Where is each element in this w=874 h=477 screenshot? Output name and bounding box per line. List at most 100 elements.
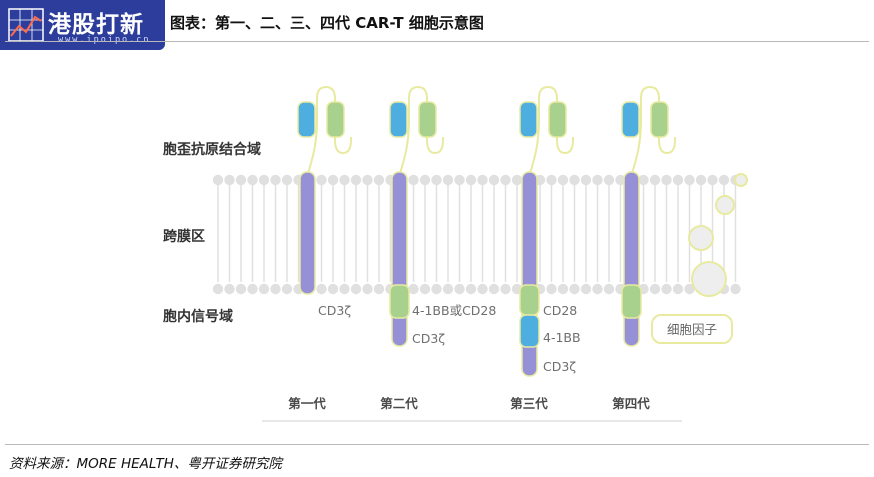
- gen3-domain-label-41bb: 4-1BB: [543, 330, 581, 345]
- lipid-head-inner: [488, 283, 500, 295]
- lipid-head-inner: [569, 283, 580, 295]
- source-note: 资料来源：MORE HEALTH、粤开证券研究院: [9, 456, 282, 472]
- gen4-label: 第四代: [612, 396, 650, 411]
- region-label-transmembrane: 跨膜区: [163, 228, 205, 245]
- lipid-head-outer: [362, 174, 373, 186]
- cytokine-bubble: [734, 173, 748, 187]
- lipid-head-outer: [373, 174, 385, 186]
- lipid-head-inner: [500, 283, 511, 295]
- lipid-head-outer: [316, 174, 327, 186]
- lipid-head-outer: [258, 174, 270, 186]
- lipid-head-inner: [235, 283, 247, 295]
- lipid-head-inner: [684, 283, 695, 295]
- gen2-label: 第二代: [380, 396, 418, 411]
- lipid-head-inner: [350, 283, 362, 295]
- lipid-head-outer: [235, 174, 247, 186]
- lipid-head-inner: [270, 283, 281, 295]
- cytokine-bubble: [688, 225, 714, 251]
- gen1-linker: [306, 85, 352, 179]
- lipid-head-inner: [281, 283, 293, 295]
- gen3-label: 第三代: [510, 396, 548, 411]
- lipid-head-inner: [477, 283, 488, 295]
- lipid-head-inner: [465, 283, 477, 295]
- gen4-linker: [630, 85, 676, 179]
- cytokine-box: [651, 314, 733, 344]
- lipid-head-inner: [419, 283, 431, 295]
- lipid-head-inner: [546, 283, 557, 295]
- lipid-head-inner: [661, 283, 672, 295]
- gen1-label: 第一代: [288, 396, 326, 411]
- gen1-scfv-vh: [297, 101, 316, 138]
- lipid-head-inner: [339, 283, 350, 295]
- lipid-head-inner: [592, 283, 603, 295]
- gen2-domain-label-costim: 4-1BB或CD28: [412, 303, 496, 318]
- lipid-head-inner: [247, 283, 258, 295]
- lipid-head-inner: [224, 283, 235, 295]
- region-label-intracellular: 胞内信号域: [162, 308, 233, 325]
- lipid-head-inner: [362, 283, 373, 295]
- lipid-head-outer: [695, 174, 707, 186]
- gen1-domain-label-cd3z: CD3ζ: [318, 303, 351, 318]
- gen2-cd3z-chain: [391, 171, 408, 347]
- car-t-diagram: 胞歪抗原结合域 跨膜区 胞内信号域 CD3ζ 4-1BB或CD28 CD3ζ C…: [162, 85, 748, 422]
- lipid-head-outer: [350, 174, 362, 186]
- lipid-head-outer: [419, 174, 431, 186]
- lipid-head-outer: [488, 174, 500, 186]
- lipid-head-outer: [454, 174, 465, 186]
- car-receptors: [297, 85, 676, 377]
- lipid-head-outer: [707, 174, 718, 186]
- gen1-cd3z-chain: [299, 171, 316, 295]
- lipid-head-inner: [649, 283, 661, 295]
- gen2-scfv-vl: [418, 101, 437, 138]
- lipid-head-inner: [442, 283, 454, 295]
- lipid-head-outer: [442, 174, 454, 186]
- gen4-cd3z-chain: [623, 171, 640, 347]
- bottom-divider: [5, 444, 869, 445]
- lipid-head-outer: [672, 174, 684, 186]
- lipid-head-outer: [684, 174, 695, 186]
- gen4-costim-domain-1: [621, 284, 642, 319]
- lipid-head-outer: [465, 174, 477, 186]
- gen3-linker: [528, 85, 574, 179]
- lipid-head-inner: [408, 283, 419, 295]
- gen3-scfv-vh: [519, 101, 538, 138]
- gen4-scfv-vh: [621, 101, 640, 138]
- lipid-head-outer: [247, 174, 258, 186]
- cell-membrane: [212, 174, 741, 295]
- lipid-head-inner: [672, 283, 684, 295]
- lipid-head-outer: [557, 174, 569, 186]
- lipid-head-inner: [454, 283, 465, 295]
- gen3-scfv-vl: [548, 101, 567, 138]
- lipid-head-inner: [730, 283, 741, 295]
- gen3-costim-domain-1: [519, 284, 540, 316]
- gen1-scfv-vl: [326, 101, 345, 138]
- lipid-head-outer: [649, 174, 661, 186]
- lipid-head-outer: [500, 174, 511, 186]
- lipid-head-outer: [408, 174, 419, 186]
- logo-url: www.ipoipo.cn: [58, 35, 151, 45]
- lipid-head-outer: [718, 174, 730, 186]
- lipid-head-outer: [603, 174, 615, 186]
- cytokine-bubble: [691, 261, 727, 297]
- lipid-head-outer: [339, 174, 350, 186]
- lipid-head-outer: [224, 174, 235, 186]
- lipid-head-inner: [557, 283, 569, 295]
- lipid-head-outer: [580, 174, 592, 186]
- cytokine-bubbles: [688, 173, 748, 297]
- lipid-head-outer: [592, 174, 603, 186]
- region-label-antigen-binding: 胞歪抗原结合域: [162, 141, 261, 158]
- lipid-head-outer: [270, 174, 281, 186]
- lipid-head-outer: [431, 174, 442, 186]
- lipid-head-outer: [569, 174, 580, 186]
- lipid-head-inner: [212, 283, 224, 295]
- lipid-head-outer: [212, 174, 224, 186]
- gen2-domain-label-cd3z: CD3ζ: [412, 331, 445, 346]
- cytokine-label: 细胞因子: [667, 322, 717, 337]
- lipid-head-inner: [316, 283, 327, 295]
- lipid-head-outer: [638, 174, 649, 186]
- gen2-linker: [398, 85, 444, 179]
- lipid-head-inner: [373, 283, 385, 295]
- lipid-head-outer: [281, 174, 293, 186]
- figure-title: 图表：第一、二、三、四代 CAR-T 细胞示意图: [170, 14, 484, 32]
- gen3-domain-label-cd28: CD28: [543, 303, 577, 318]
